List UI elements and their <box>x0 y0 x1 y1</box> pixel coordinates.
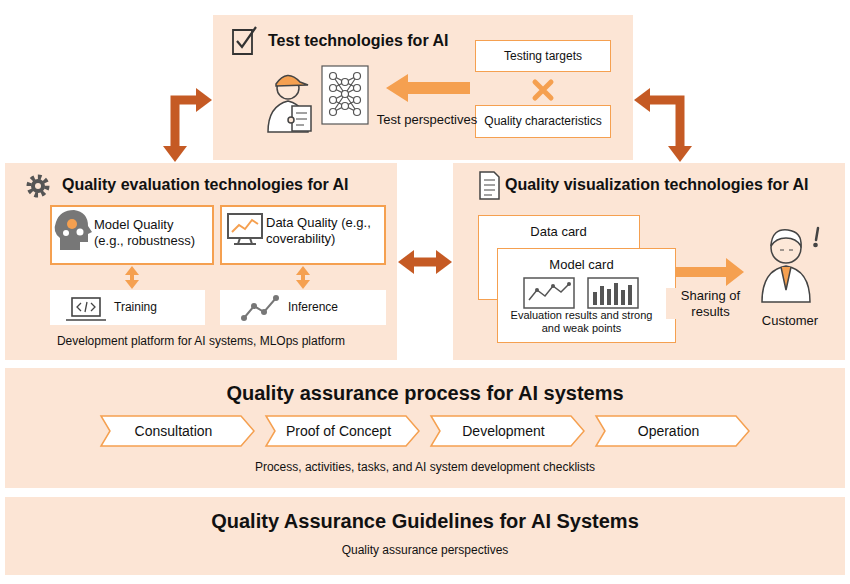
process-step: Proof of Concept <box>265 415 420 447</box>
process-band: Consultation Proof of Concept Development O… <box>5 368 845 488</box>
box-text: Proof of Concept <box>286 423 391 440</box>
body-text: Quality assurance perspectives <box>5 543 845 557</box>
gear-icon <box>29 177 47 195</box>
edge-label: Sharing of results <box>666 288 756 319</box>
perspective-arrow <box>386 74 470 102</box>
document-icon <box>480 172 499 199</box>
network-icon <box>322 66 368 124</box>
box-text: Data Quality (e.g., coverability) <box>266 215 378 246</box>
data-quality-icon <box>228 214 262 244</box>
box-text: Operation <box>638 423 699 440</box>
process-box: Testing targets <box>475 40 611 72</box>
cross-symbol <box>535 82 551 98</box>
training-icon <box>66 298 106 320</box>
customer-figure <box>762 228 818 302</box>
connector-arrow <box>649 100 680 147</box>
box-text: Consultation <box>135 423 213 440</box>
panel: Model Quality (e.g., robustness) Data Qua… <box>5 163 397 360</box>
annotation-label: Test perspectives <box>370 112 484 128</box>
heading-text: Quality Assurance Guidelines for AI Syst… <box>5 509 845 533</box>
connector-arrow <box>301 274 305 281</box>
heading-text: Quality visualization technologies for A… <box>505 175 840 194</box>
heading-text: Test technologies for AI <box>268 31 488 50</box>
connector-arrow <box>413 258 437 267</box>
box-text: Model Quality (e.g., robustness) <box>94 217 206 248</box>
bar-chart-icon <box>588 278 638 308</box>
box-text: Training <box>114 300 202 314</box>
box-text: Testing targets <box>504 49 582 63</box>
connector-arrow <box>130 274 134 281</box>
body-text: Process, activities, tasks, and AI syste… <box>5 460 845 474</box>
heading-text: Model card <box>498 257 665 273</box>
heading-text: Quality evaluation technologies for AI <box>62 175 392 194</box>
process-step: Operation <box>595 415 750 447</box>
line-chart-icon <box>524 278 574 308</box>
process-box: Quality characteristics <box>475 105 611 138</box>
connector-arrow <box>676 267 727 277</box>
box-text: Quality characteristics <box>484 114 601 128</box>
guideline-band: Quality Assurance Guidelines for AI Syst… <box>5 497 845 575</box>
heading-text: Quality assurance process for AI systems <box>5 381 845 405</box>
inference-icon <box>241 295 279 321</box>
tester-figure <box>268 75 311 132</box>
body-text: Development platform for AI systems, MLO… <box>5 334 397 348</box>
checkbox-icon <box>233 27 256 54</box>
process-step: Development <box>430 415 585 447</box>
connector-arrow <box>175 100 197 147</box>
box-text: Customer <box>745 313 835 329</box>
process-step: Consultation <box>100 415 255 447</box>
box-text: Development <box>462 423 545 440</box>
body-text: Evaluation results and strong and weak p… <box>502 309 661 335</box>
model-quality-icon <box>55 210 92 250</box>
box-text: Inference <box>288 300 380 314</box>
box-text: Data card <box>479 224 638 240</box>
